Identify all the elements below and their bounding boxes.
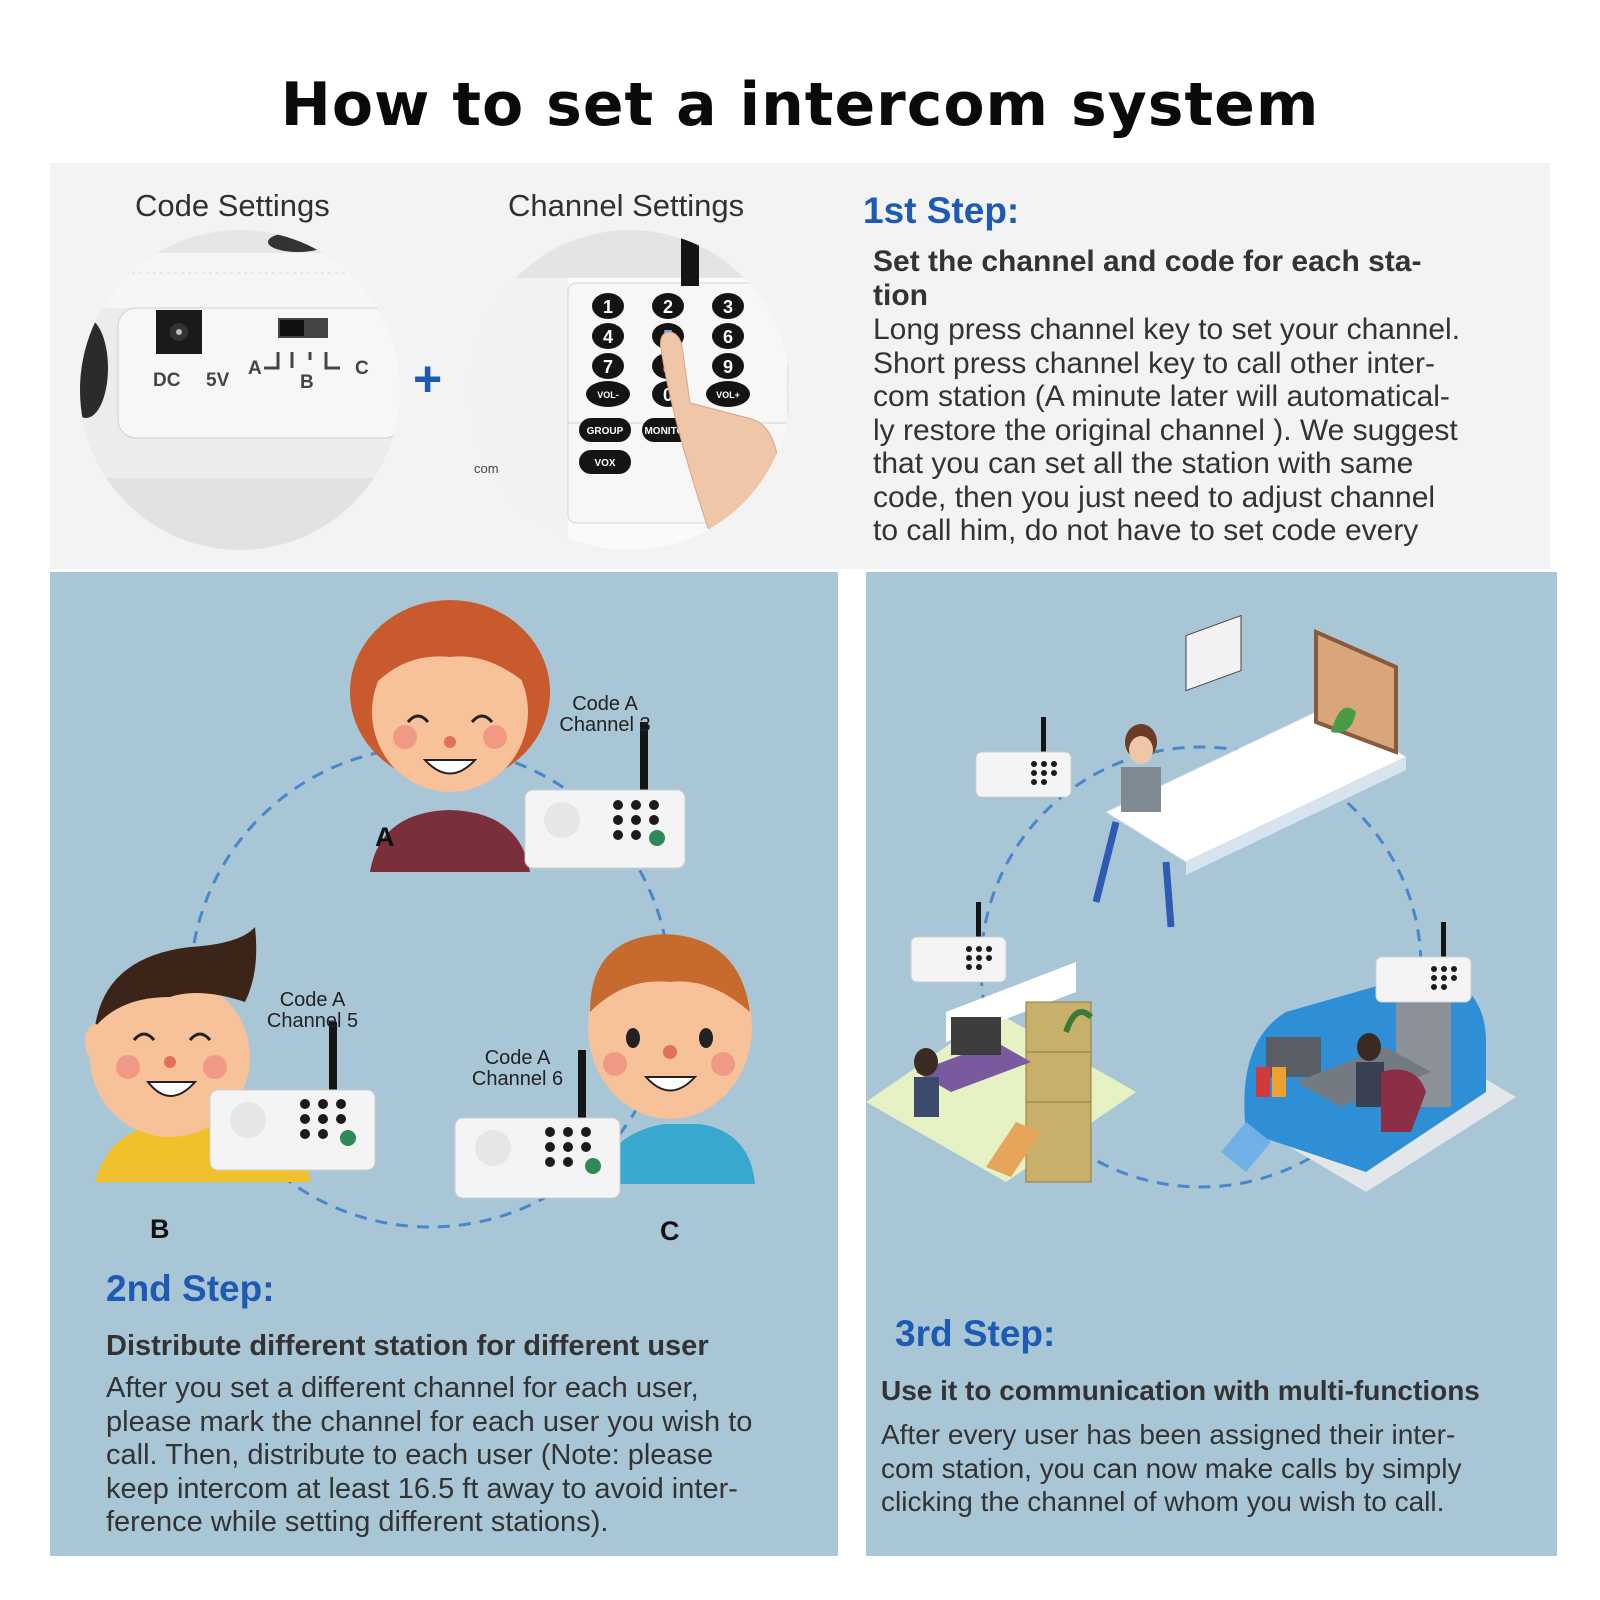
keypad-key-label: 4 (603, 327, 613, 347)
keypad-function-key-label: MONITOR (644, 426, 692, 437)
keypad-key[interactable] (712, 323, 744, 349)
office-room-left (866, 962, 1136, 1183)
intercom-device-c (454, 1050, 621, 1199)
switch-c-label: C (355, 358, 369, 379)
user-b-code-label: Code A Channel 5 (255, 990, 370, 1032)
user-a-letter: A (375, 822, 395, 852)
step2-body-line: please mark the channel for each user yo… (106, 1405, 753, 1438)
code-settings-device-image: DC 5V A B C (80, 230, 400, 550)
dc-label: DC (153, 370, 181, 391)
step1-body-line: com station (A minute later will automat… (873, 380, 1450, 413)
intercom-device-b (209, 1022, 376, 1171)
user-c-code-label: Code A Channel 6 (460, 1048, 575, 1090)
keypad-key[interactable] (712, 353, 744, 379)
plus-icon: + (413, 351, 443, 407)
step1-body-line: that you can set all the station with sa… (873, 447, 1414, 480)
step1-subtitle-line: tion (873, 279, 928, 312)
user-c-letter: C (660, 1216, 680, 1246)
keypad-key-label: 9 (723, 357, 733, 377)
step1-body-line: ly restore the original channel ). We su… (873, 413, 1458, 447)
channel-settings-caption: Channel Settings (508, 188, 745, 223)
intercom-device-office-2 (910, 902, 1007, 983)
step3-body: After every user has been assigned their… (881, 1418, 1461, 1519)
keypad-key-label: 6 (723, 327, 733, 347)
step2-subtitle: Distribute different station for differe… (106, 1330, 709, 1362)
keypad-key-label: 3 (723, 297, 733, 317)
step2-body-line: keep intercom at least 16.5 ft away to a… (106, 1472, 738, 1505)
step2-body-line: call. Then, distribute to each user (Not… (106, 1439, 714, 1471)
intercom-device-a (524, 722, 686, 869)
step1-body-line: to call him, do not have to set code eve… (873, 514, 1419, 547)
intercom-device-office-1 (975, 717, 1072, 798)
user-b-letter: B (150, 1214, 170, 1244)
keypad-key[interactable] (592, 323, 624, 349)
step3-body-line: After every user has been assigned their… (881, 1419, 1456, 1450)
keypad-function-key-label: VOX (594, 458, 615, 469)
keypad-key[interactable] (652, 293, 684, 319)
step1-body-line: code, then you just need to adjust chann… (873, 480, 1436, 514)
step1-subtitle: Set the channel and code for each sta- t… (873, 245, 1421, 313)
switch-b-label: B (300, 372, 314, 393)
office-room-right (1221, 972, 1516, 1192)
user-c-code: Code A (484, 1047, 551, 1069)
step2-body-line: ference while setting different stations… (106, 1506, 609, 1538)
keypad-key-label: 2 (663, 297, 673, 317)
step1-title: 1st Step: (863, 190, 1020, 231)
keypad-key[interactable] (592, 353, 624, 379)
step3-title: 3rd Step: (895, 1313, 1056, 1354)
step1-subtitle-line: Set the channel and code for each sta- (873, 245, 1422, 278)
switch-a-label: A (248, 358, 262, 379)
five-v-label: 5V (206, 370, 230, 391)
user-a-channel: Channel 3 (559, 714, 651, 736)
user-b-code: Code A (279, 989, 346, 1011)
keypad-key[interactable] (586, 381, 630, 407)
step3-body-line: com station, you can now make calls by s… (881, 1452, 1462, 1484)
user-a-code: Code A (572, 693, 638, 715)
keypad-key-label: VOL- (597, 390, 619, 400)
user-network-illustration (85, 600, 755, 1229)
keypad-function-key[interactable] (579, 418, 631, 442)
brand-fragment: com (474, 461, 499, 476)
user-b-channel: Channel 5 (266, 1010, 359, 1032)
intercom-device-office-3 (1375, 922, 1472, 1003)
step3-body-line: clicking the channel of whom you wish to… (881, 1486, 1445, 1517)
step1-body-line: Short press channel key to call other in… (873, 346, 1435, 380)
keypad-key[interactable] (712, 293, 744, 319)
office-desk-top (1092, 614, 1408, 928)
step1-body: Long press channel key to set your chann… (873, 313, 1460, 548)
office-network-illustration (866, 614, 1516, 1192)
keypad-function-key-label: GROUP (587, 426, 624, 437)
keypad-key-label: 0 (663, 385, 673, 405)
keypad-function-key[interactable] (579, 450, 631, 474)
keypad-key-label: 1 (603, 297, 613, 317)
keypad-key[interactable] (592, 293, 624, 319)
step1-body-line: Long press channel key to set your chann… (873, 313, 1461, 346)
user-a-avatar (350, 600, 550, 872)
user-c-avatar (588, 934, 755, 1184)
keypad-key[interactable] (706, 381, 750, 407)
keypad-key-label: VOL+ (716, 390, 740, 400)
step2-body-line: After you set a different channel for ea… (106, 1372, 699, 1404)
user-c-channel: Channel 6 (471, 1068, 564, 1090)
step3-subtitle: Use it to communication with multi-funct… (881, 1375, 1480, 1406)
step2-body: After you set a different channel for ea… (106, 1372, 752, 1540)
page-title: How to set a intercom system (280, 70, 1320, 140)
keypad-key-label: 7 (603, 357, 613, 377)
code-settings-caption: Code Settings (135, 188, 330, 223)
step2-title: 2nd Step: (106, 1268, 275, 1309)
user-a-code-label: Code A Channel 3 (545, 694, 665, 736)
